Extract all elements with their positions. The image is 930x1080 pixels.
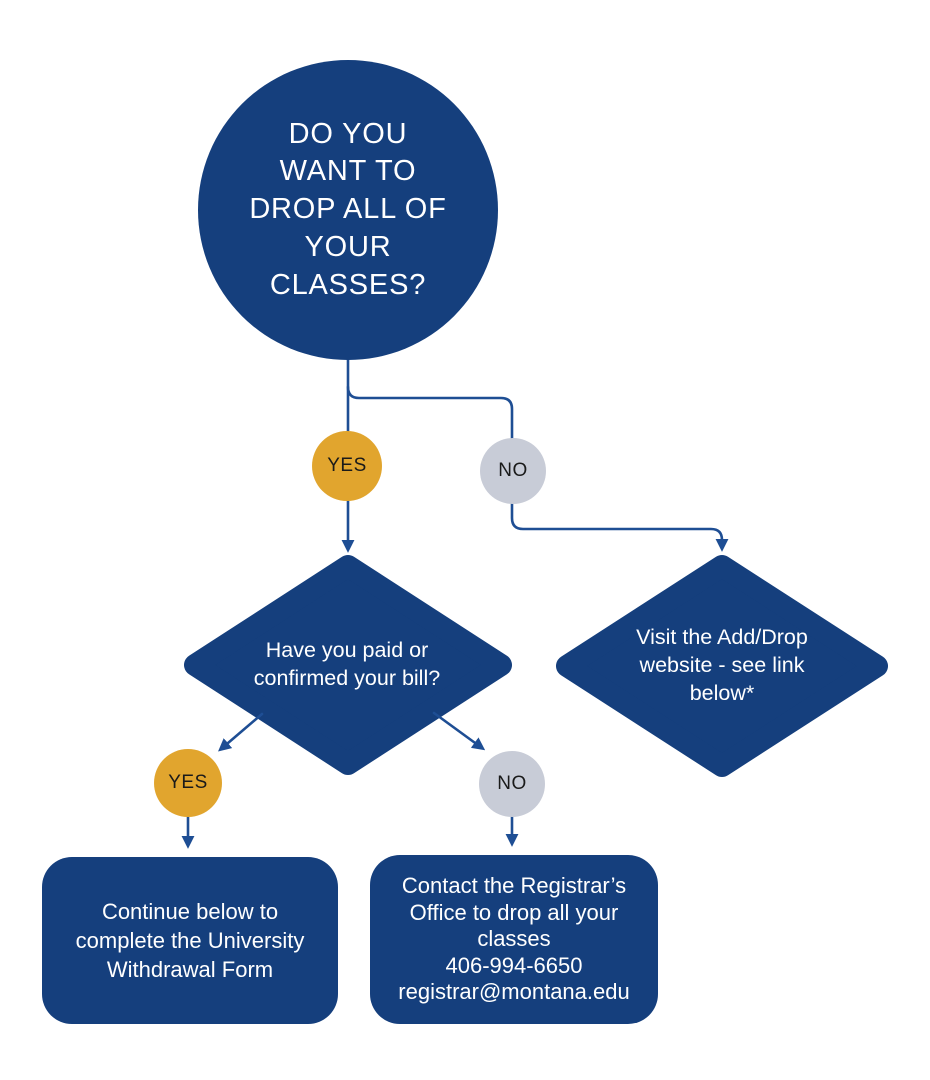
yes-branch-circle-bottom: YES — [154, 749, 222, 817]
yes-branch-label-bottom: YES — [168, 772, 208, 793]
no-branch-label-top: NO — [498, 460, 528, 481]
edge-bill-to-yes-branch — [218, 712, 264, 752]
registrar-outcome-box: Contact the Registrar’s Office to drop a… — [370, 855, 658, 1024]
adddrop-info-diamond — [556, 555, 888, 777]
start-question-circle: DO YOU WANT TO DROP ALL OF YOUR CLASSES? — [198, 60, 498, 360]
no-branch-circle-top: NO — [480, 438, 546, 504]
registrar-outcome-text: Contact the Registrar’s Office to drop a… — [398, 872, 630, 1005]
withdrawal-outcome-text: Continue below to complete the Universit… — [75, 898, 305, 983]
no-branch-label-bottom: NO — [497, 773, 527, 794]
no-branch-circle-bottom: NO — [479, 751, 545, 817]
yes-branch-label-top: YES — [327, 455, 367, 476]
bill-decision-diamond — [184, 555, 512, 775]
yes-branch-circle-top: YES — [312, 431, 382, 501]
edge-bill-to-no-branch — [432, 711, 486, 751]
withdrawal-outcome-box: Continue below to complete the Universit… — [42, 857, 338, 1024]
bill-decision-node: Have you paid or confirmed your bill? — [187, 565, 507, 765]
adddrop-info-text: Visit the Add/Drop website - see link be… — [636, 625, 808, 705]
edge-start-to-no-branch — [346, 385, 514, 443]
adddrop-info-node: Visit the Add/Drop website - see link be… — [557, 565, 887, 767]
edge-no-branch-to-adddrop — [510, 501, 729, 552]
start-question-text: DO YOU WANT TO DROP ALL OF YOUR CLASSES? — [249, 117, 447, 301]
bill-decision-text: Have you paid or confirmed your bill? — [253, 638, 441, 690]
